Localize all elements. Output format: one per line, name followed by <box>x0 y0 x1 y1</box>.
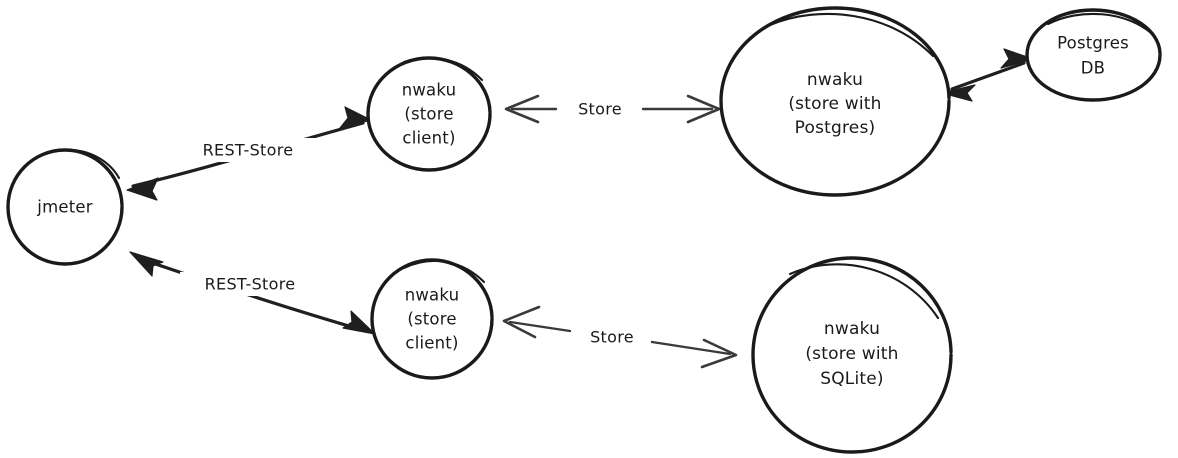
edge-line-store-bottom <box>508 320 732 356</box>
node-nwaku-postgres-label-line3: Postgres) <box>795 118 876 138</box>
node-store-client-top-label-line2: (store <box>404 105 453 124</box>
node-jmeter-sketch-overstroke <box>70 148 121 180</box>
node-postgres-db-ellipse <box>1025 8 1162 102</box>
node-postgres-db[interactable]: Postgres DB <box>1025 8 1162 102</box>
arrowhead-toward-store-client-top <box>339 106 372 129</box>
node-nwaku-sqlite-label-line1: nwaku <box>824 319 880 339</box>
arrowhead-toward-jmeter-bottom <box>129 251 164 277</box>
node-postgres-db-label-line2: DB <box>1081 59 1105 78</box>
node-store-client-top-label-line3: client) <box>402 129 455 148</box>
edge-label-rest-store-top: REST-Store <box>203 141 294 160</box>
node-postgres-db-label-line1: Postgres <box>1057 34 1129 53</box>
node-store-client-bottom-label-line3: client) <box>405 334 458 353</box>
edge-jmeter-to-store-client-top[interactable]: REST-Store <box>126 106 372 201</box>
node-postgres-db-sketch-overstroke <box>1046 12 1153 35</box>
node-nwaku-sqlite-circle <box>751 256 953 454</box>
node-store-client-bottom-sketch-overstroke <box>402 259 486 284</box>
node-nwaku-sqlite-label-line3: SQLite) <box>820 369 884 389</box>
node-jmeter-circle <box>6 148 124 266</box>
arrowhead-toward-nwaku-postgres-db <box>941 84 976 102</box>
node-jmeter-label: jmeter <box>36 198 92 217</box>
node-nwaku-postgres[interactable]: nwaku (store with Postgres) <box>719 6 951 197</box>
edge-store-client-bottom-to-nwaku-sqlite[interactable]: Store <box>502 305 738 369</box>
edge-line-postgres-db <box>950 61 1026 91</box>
node-nwaku-postgres-ellipse <box>719 6 951 197</box>
arrowhead-toward-store-client-bottom-store <box>502 305 541 339</box>
node-store-client-bottom-label-line1: nwaku <box>405 286 460 305</box>
edge-label-backdrop-rest-store-bottom <box>180 272 322 296</box>
node-nwaku-sqlite-label-line2: (store with <box>805 344 898 364</box>
arrowhead-toward-store-client-bottom <box>342 310 376 335</box>
arrowhead-toward-nwaku-postgres <box>686 94 721 124</box>
arrowhead-toward-nwaku-sqlite <box>700 338 738 369</box>
node-nwaku-sqlite-sketch-overstroke <box>788 263 940 320</box>
node-store-client-top-sketch-overstroke <box>402 56 484 82</box>
edge-jmeter-to-store-client-bottom[interactable]: REST-Store <box>129 251 376 335</box>
edge-store-client-top-to-nwaku-postgres[interactable]: Store <box>504 94 721 124</box>
node-store-client-top-label-line1: nwaku <box>402 81 457 100</box>
node-store-client-top[interactable]: nwaku (store client) <box>366 56 492 172</box>
edge-label-rest-store-bottom: REST-Store <box>205 275 296 294</box>
node-nwaku-postgres-sketch-overstroke <box>768 12 935 58</box>
node-nwaku-sqlite[interactable]: nwaku (store with SQLite) <box>751 256 953 454</box>
node-store-client-bottom[interactable]: nwaku (store client) <box>370 258 494 380</box>
arrowhead-toward-postgres-db <box>1000 48 1034 69</box>
node-nwaku-postgres-label-line1: nwaku <box>807 70 863 90</box>
edge-label-backdrop-rest-store-top <box>178 138 318 162</box>
edge-nwaku-postgres-to-postgres-db[interactable] <box>941 48 1034 102</box>
node-store-client-bottom-circle <box>370 258 494 380</box>
arrowhead-toward-store-client-top-store <box>504 94 540 124</box>
edge-label-store-top: Store <box>578 100 622 119</box>
node-store-client-bottom-label-line2: (store <box>407 310 456 329</box>
edge-label-store-bottom: Store <box>590 328 634 347</box>
node-nwaku-postgres-label-line2: (store with <box>788 94 881 114</box>
arrowhead-toward-jmeter-top <box>126 177 159 201</box>
node-jmeter[interactable]: jmeter <box>6 148 124 266</box>
